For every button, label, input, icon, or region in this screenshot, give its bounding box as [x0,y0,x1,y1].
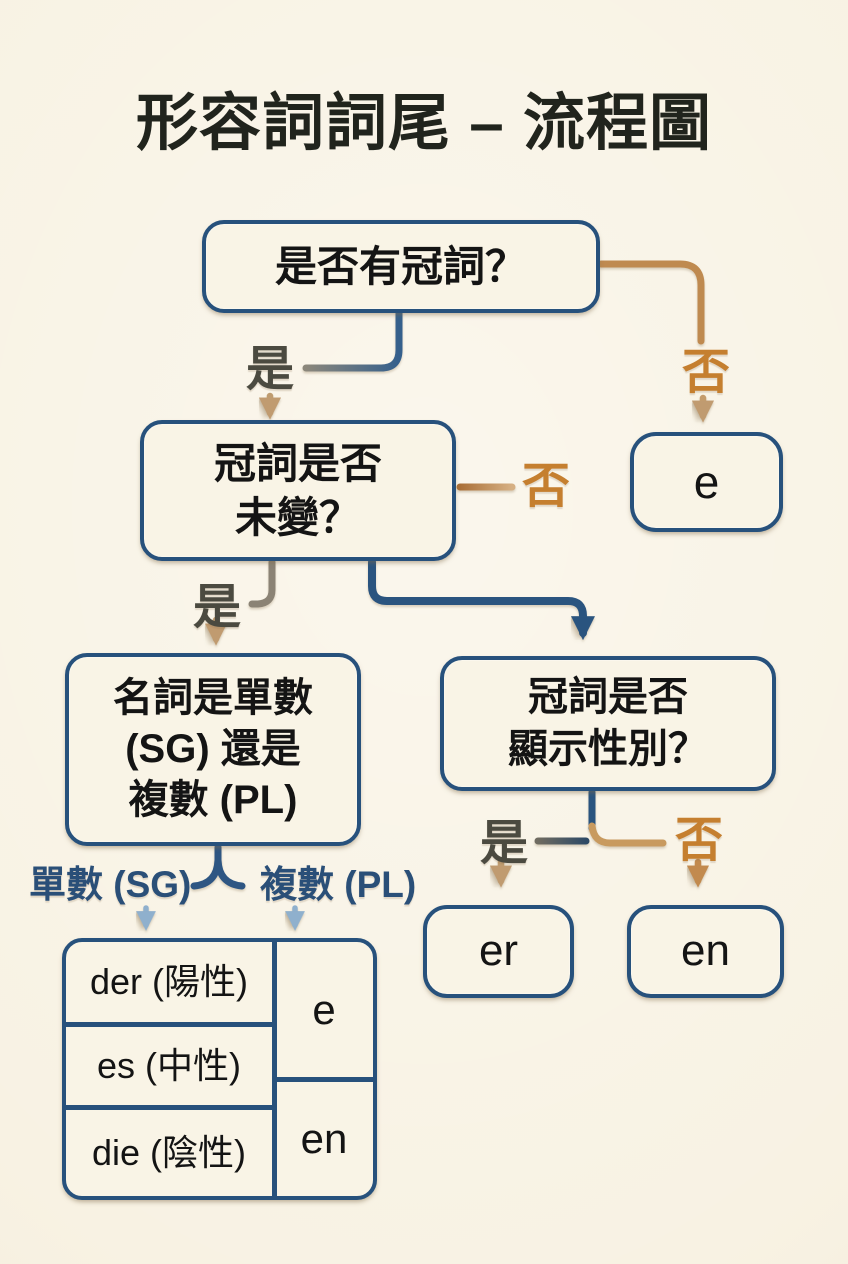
node-ending-er: er [423,905,574,998]
node-article-gender-line1: 冠詞是否 [528,675,688,720]
node-has-article: 是否有冠詞？ [202,220,600,313]
table-cell-e: e [312,985,336,1033]
label-yes-2: 是 [193,581,242,634]
node-noun-number-line2: (SG) 還是 [125,726,301,771]
edge-yes-2 [248,558,276,608]
node-noun-number-line1: 名詞是單數 [113,675,313,720]
node-noun-number-line3: 複數 (PL) [128,778,298,823]
table-cell-es: es (中性) [96,1044,241,1086]
table-divider-vertical [272,942,277,1196]
table-cell-die: die (陰性) [91,1131,247,1173]
page-title: 形容詞詞尾 – 流程圖 [136,89,712,158]
edge-no-3 [588,822,667,847]
node-ending-er-text: er [478,926,519,976]
label-plural: 複數 (PL) [260,864,417,905]
label-yes-1: 是 [246,343,295,396]
node-ending-e: e [630,432,783,532]
node-article-unchanged: 冠詞是否 未變？ [140,420,456,561]
label-yes-3: 是 [480,817,529,870]
split-noun-number [190,859,246,890]
node-has-article-text: 是否有冠詞？ [274,242,527,290]
label-singular: 單數 (SG) [29,864,192,905]
table-divider-es-die [66,1105,272,1110]
table-cell-en: en [300,1114,348,1162]
node-ending-e-text: e [693,455,720,508]
table-divider-e-en [276,1077,373,1082]
node-article-unchanged-line2: 未變？ [234,493,361,541]
node-article-unchanged-line1: 冠詞是否 [213,439,382,487]
node-article-gender-line2: 顯示性別？ [508,726,708,771]
label-no-1: 否 [682,346,731,399]
node-ending-en: en [627,905,784,998]
label-no-3: 否 [675,814,724,867]
edge-yes-1 [302,308,403,372]
label-no-2: 否 [522,460,571,513]
table-cell-der: der (陽性) [89,961,248,1002]
node-ending-en-text: en [681,926,730,976]
edge-no-1 [597,260,705,345]
table-divider-der-es [66,1022,272,1027]
ending-table: der (陽性) es (中性) die (陰性) e en [62,938,377,1200]
node-article-gender: 冠詞是否 顯示性別？ [440,656,776,791]
node-noun-number: 名詞是單數 (SG) 還是 複數 (PL) [65,653,361,846]
edge-b-to-gender [368,558,595,641]
